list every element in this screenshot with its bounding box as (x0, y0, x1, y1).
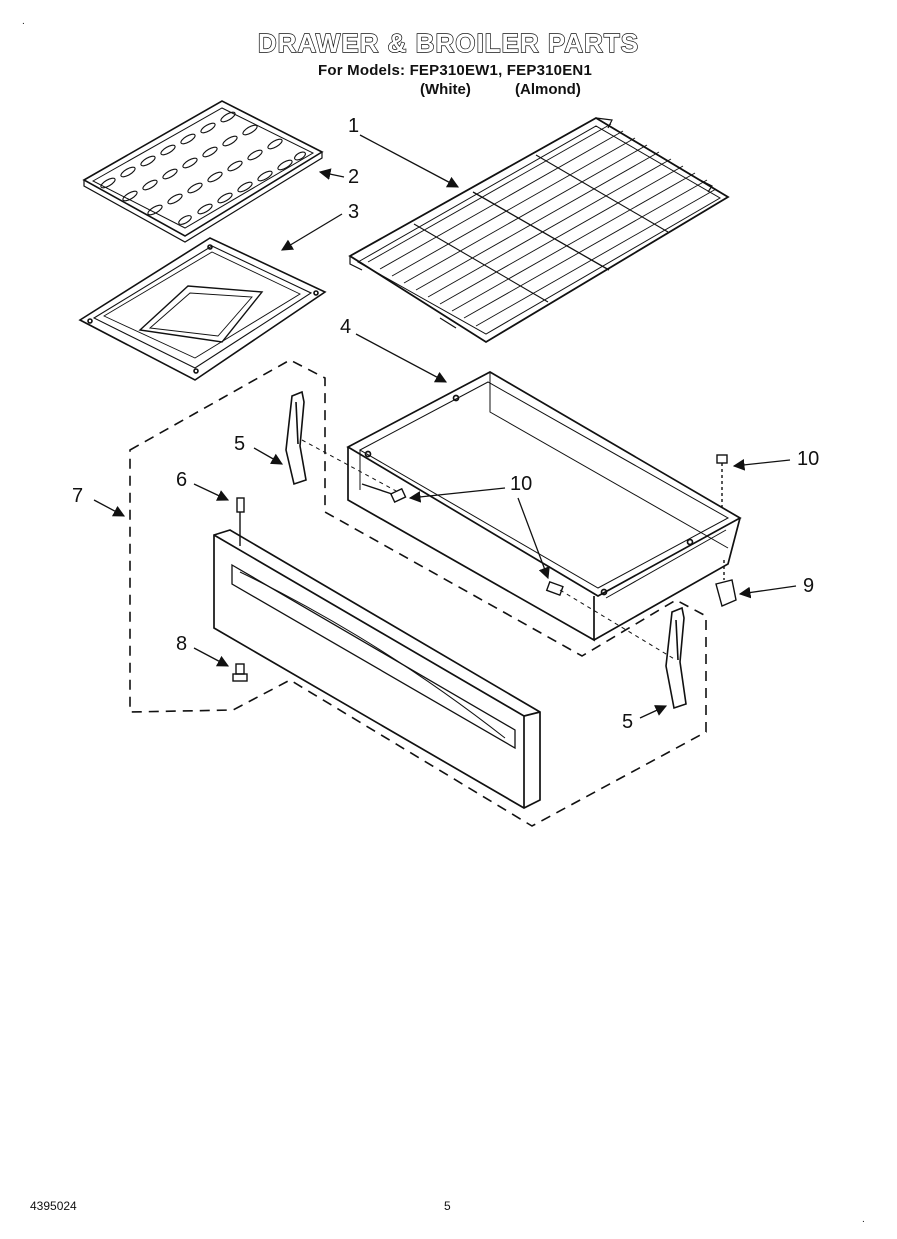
callout-10-middle: 10 (510, 473, 532, 495)
callout-2: 2 (348, 166, 359, 188)
broiler-grid (82, 100, 324, 243)
callout-7: 7 (72, 485, 83, 507)
screw-6 (236, 497, 245, 546)
broiler-pan (78, 237, 327, 381)
corner-mark: . (862, 1214, 865, 1225)
drawer-slide-right (665, 606, 687, 710)
callout-10-right: 10 (797, 448, 819, 470)
page-number: 5 (444, 1199, 451, 1213)
callout-5-left: 5 (234, 433, 245, 455)
document-number: 4395024 (30, 1199, 77, 1213)
page-title: DRAWER & BROILER PARTS (257, 27, 640, 58)
drawer-body (346, 371, 742, 642)
callout-1: 1 (348, 115, 359, 137)
screw-8 (232, 663, 248, 682)
callout-8: 8 (176, 633, 187, 655)
model-subtitle: For Models: FEP310EW1, FEP310EN1 (318, 62, 592, 79)
callout-6: 6 (176, 469, 187, 491)
callout-3: 3 (348, 201, 359, 223)
callout-5-right: 5 (622, 711, 633, 733)
screw-10b (545, 580, 564, 596)
screw-10c (716, 454, 728, 508)
drawer-slide-left (285, 390, 307, 486)
drawer-front-panel (213, 529, 541, 809)
leader-lines (93, 134, 797, 719)
callout-9: 9 (803, 575, 814, 597)
variant-white-label: (White) (420, 81, 471, 98)
bracket-9 (715, 560, 737, 607)
variant-almond-label: (Almond) (515, 81, 581, 98)
alignment-lines (301, 439, 677, 661)
corner-mark: . (22, 16, 25, 27)
drawer-assembly-outline (129, 359, 707, 827)
callout-4: 4 (340, 316, 351, 338)
screw-10a (361, 483, 407, 503)
oven-rack (348, 116, 730, 344)
